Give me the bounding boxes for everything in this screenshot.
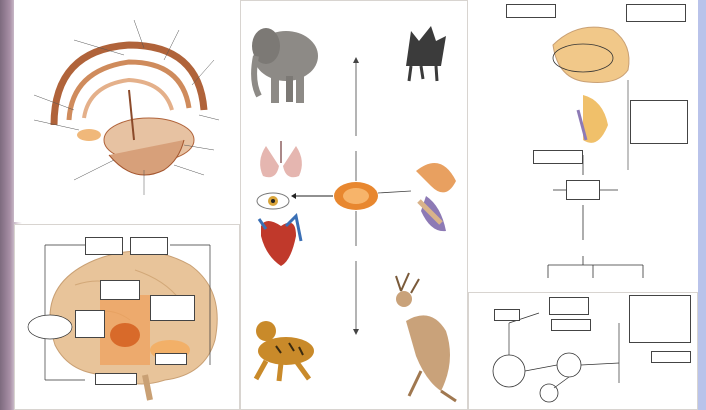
deer-icon <box>396 273 456 401</box>
slide-border-tint <box>698 0 706 410</box>
flow-box <box>626 4 686 22</box>
flow-box <box>566 240 600 256</box>
flow-box <box>533 150 583 164</box>
amygdala-center-panel <box>240 0 468 410</box>
flow-box <box>658 165 692 179</box>
flow-box <box>508 178 552 202</box>
tiger-icon <box>256 321 314 381</box>
schematic-box <box>100 280 140 300</box>
limbic-anatomy-panel <box>14 0 238 222</box>
flow-box <box>506 4 556 18</box>
elephant-icon <box>252 28 318 103</box>
loop-box <box>549 297 589 315</box>
schematic-box <box>155 353 187 365</box>
cat-icon <box>406 26 446 81</box>
schematic-box <box>75 310 105 338</box>
schematic-box <box>85 237 123 255</box>
loop-box <box>494 309 520 321</box>
amygdala-center-illustration <box>241 1 467 409</box>
feedback-loop-panel <box>468 292 698 410</box>
schematic-box <box>95 373 137 385</box>
kidney-icon <box>416 163 456 231</box>
lungs-icon <box>260 141 302 177</box>
heart-icon <box>259 216 301 266</box>
flow-box <box>618 180 650 202</box>
limbic-anatomy-illustration <box>14 0 238 222</box>
flow-box <box>630 100 688 144</box>
schematic-box <box>150 295 195 321</box>
loop-box <box>629 295 691 343</box>
schematic-box <box>130 237 168 255</box>
flow-box <box>656 200 692 220</box>
flow-box <box>566 180 600 200</box>
loop-box <box>625 369 673 389</box>
loop-box <box>651 351 691 363</box>
brain-schematic-panel <box>14 224 240 410</box>
stress-axis-panel <box>468 0 696 290</box>
loop-box <box>551 319 591 331</box>
eye-icon <box>257 193 289 209</box>
